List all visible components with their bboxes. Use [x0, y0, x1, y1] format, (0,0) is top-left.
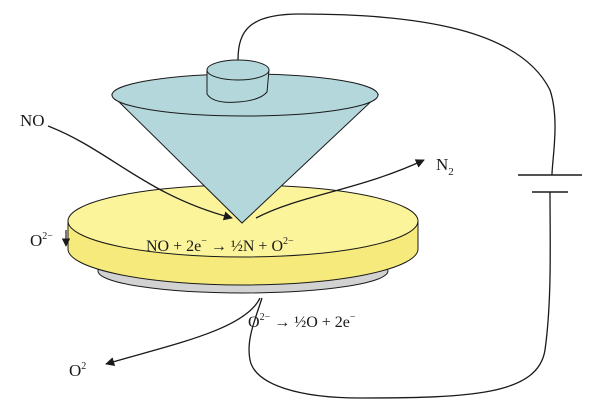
anode-eq-b: → ½O + 2e	[270, 314, 350, 331]
no-label: NO	[20, 111, 45, 130]
cathode-eq-a-sup: −	[201, 236, 207, 247]
oxide-ion-label-main: O	[30, 231, 42, 250]
circuit-wire	[237, 13, 556, 176]
cathode-eq-b-sup: 2−	[283, 236, 294, 247]
cathode-equation: NO + 2e− → ½N + O2−	[146, 236, 294, 255]
n2-label: N2	[436, 155, 454, 178]
oxide-ion-label: O2−	[30, 231, 53, 250]
anode-eq-a: O	[248, 314, 260, 331]
cathode-eq-a: NO + 2e	[146, 238, 201, 255]
o2-out-label-sup: 2	[81, 361, 86, 372]
n2-label-main: N	[436, 155, 448, 174]
no-inflow-arrow	[47, 125, 233, 221]
anode-equation: O2− → ½O + 2e−	[248, 312, 356, 331]
oxide-ion-label-sup: 2−	[42, 231, 53, 242]
anode-eq-a-sup: 2−	[260, 312, 271, 323]
o2-out-label-main: O	[69, 361, 81, 380]
n2-outflow-arrow	[255, 159, 425, 219]
battery-icon	[518, 174, 582, 193]
anode-eq-b-sup: −	[350, 312, 356, 323]
o2-outflow-arrow	[105, 297, 261, 367]
o2-out-label: O2	[69, 361, 86, 380]
n2-label-sub: 2	[448, 166, 454, 178]
cathode-eq-b: → ½N + O	[207, 238, 283, 255]
contact-cylinder-top	[206, 59, 270, 81]
circuit-wire-lower	[248, 191, 551, 399]
